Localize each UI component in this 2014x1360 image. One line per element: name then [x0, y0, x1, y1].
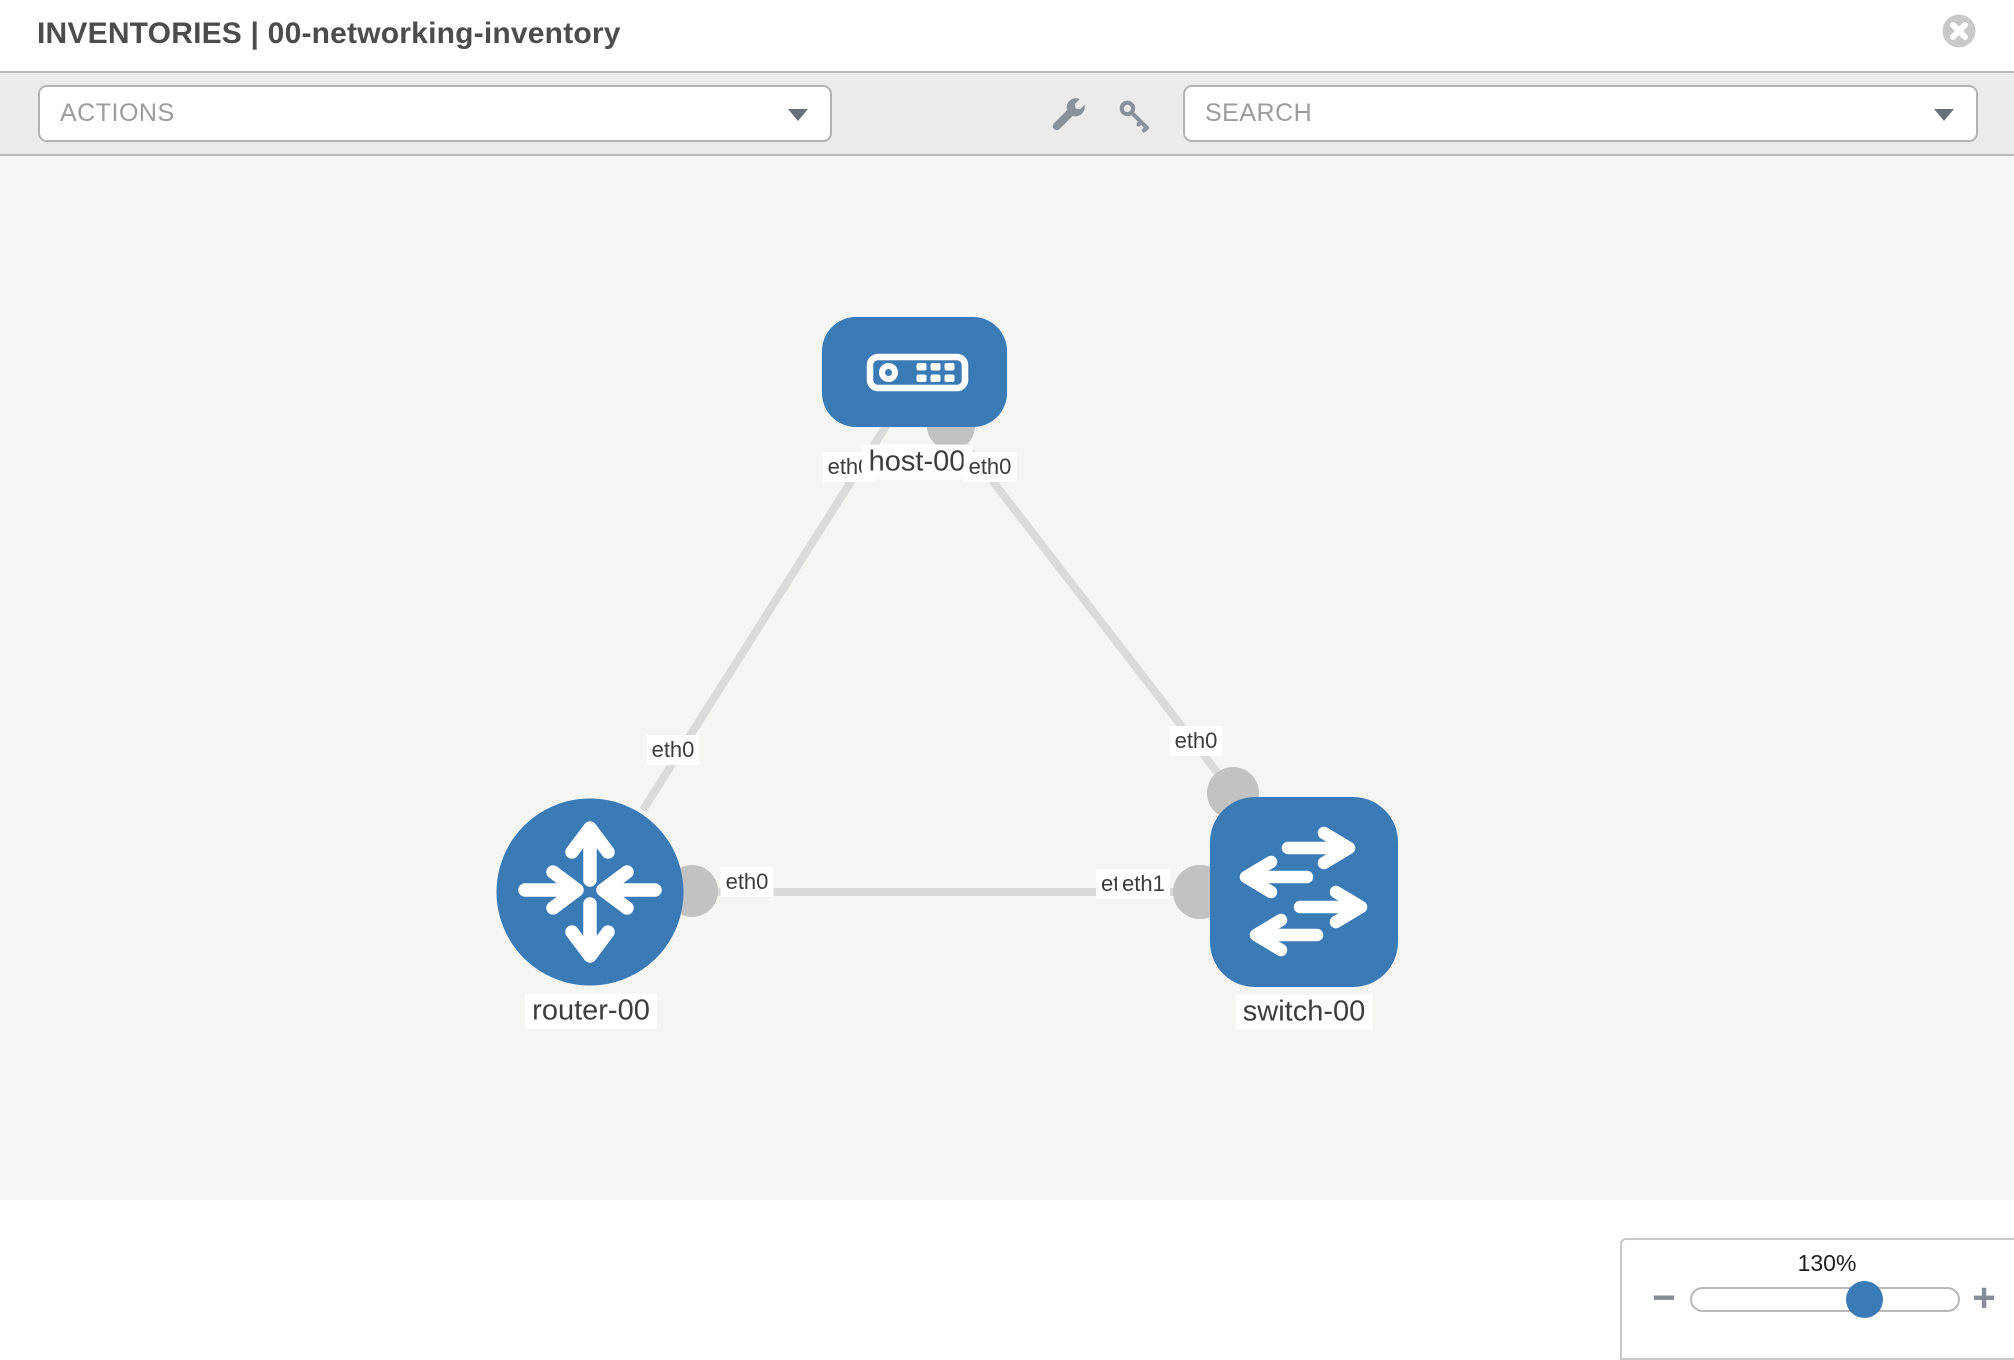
host-icon — [866, 353, 969, 392]
node-label-switch: switch-00 — [1235, 994, 1373, 1030]
search-dropdown-label: SEARCH — [1205, 99, 1313, 127]
node-label-host: host-00 — [861, 444, 973, 480]
header: INVENTORIES | 00-networking-inventory — [0, 0, 2014, 71]
topology-svg — [496, 317, 1398, 987]
configure-button[interactable] — [1050, 97, 1088, 135]
interface-label: eth0 — [963, 452, 1017, 482]
node-label-router: router-00 — [525, 993, 657, 1029]
zoom-out-button[interactable]: − — [1652, 1276, 1676, 1320]
chevron-down-icon — [788, 109, 808, 121]
actions-dropdown-label: ACTIONS — [60, 99, 175, 127]
close-button[interactable] — [1942, 14, 1976, 48]
interface-label: eth0 — [646, 735, 700, 765]
wrench-icon — [1052, 98, 1086, 131]
zoom-panel: 130% − + — [1620, 1238, 2014, 1360]
zoom-level: 130% — [1797, 1250, 1857, 1276]
switch-icon — [1239, 826, 1368, 957]
key-icon — [1119, 100, 1149, 133]
close-icon — [1942, 14, 1976, 48]
credentials-button[interactable] — [1116, 97, 1154, 135]
router-icon — [518, 821, 662, 963]
node-router[interactable] — [496, 798, 684, 986]
page-title: INVENTORIES | 00-networking-inventory — [37, 17, 621, 50]
node-host[interactable] — [822, 317, 1007, 427]
topology-canvas[interactable]: eth0 host-00 eth0 eth0 eth0 eth0 eth0 et… — [0, 156, 2014, 1360]
search-dropdown[interactable]: SEARCH — [1183, 85, 1978, 142]
node-switch[interactable] — [1210, 797, 1398, 987]
toolbar: ACTIONS SEARCH — [0, 71, 2014, 156]
zoom-slider-thumb[interactable] — [1846, 1281, 1883, 1318]
interface-label: eth0 — [720, 867, 774, 897]
actions-dropdown[interactable]: ACTIONS — [38, 85, 832, 142]
zoom-in-button[interactable]: + — [1972, 1276, 1996, 1320]
interface-label: eth0 — [1169, 726, 1223, 756]
chevron-down-icon — [1934, 109, 1954, 121]
interface-label: eth1 — [1117, 869, 1170, 899]
zoom-slider-track[interactable] — [1690, 1287, 1960, 1312]
